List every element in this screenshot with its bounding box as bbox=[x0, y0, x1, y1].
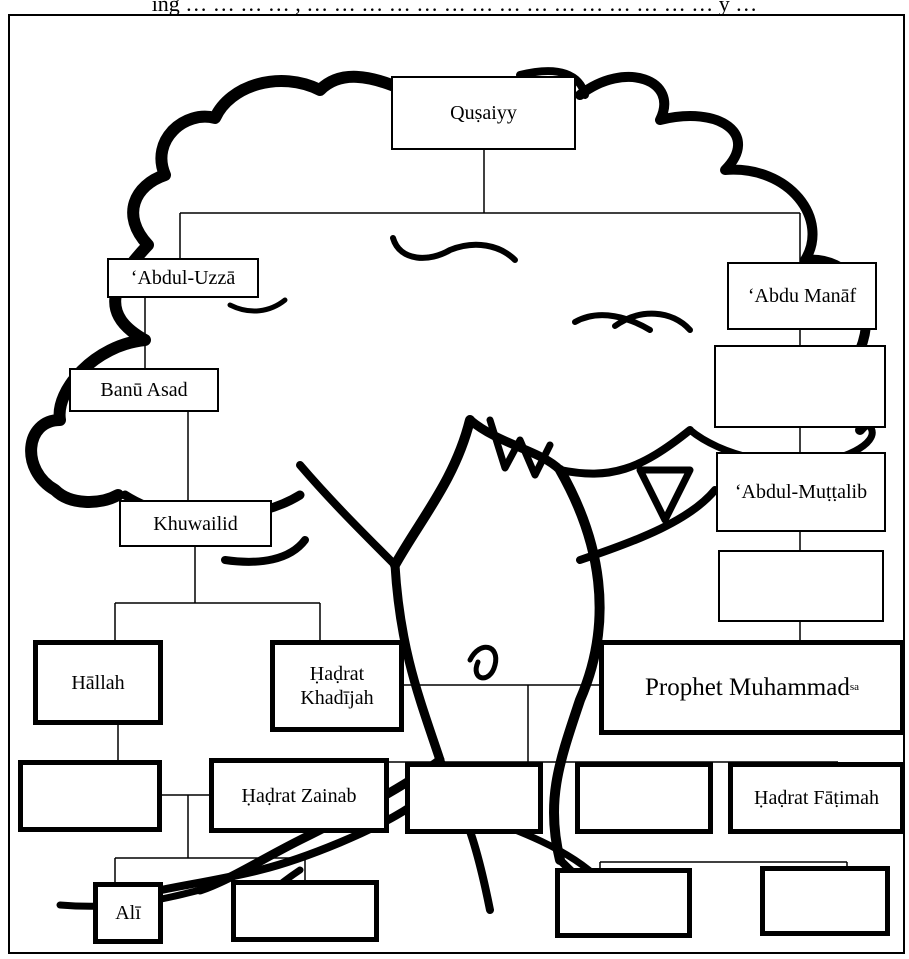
prophet-honorific: sa bbox=[849, 680, 859, 693]
node-hallah: Hāllah bbox=[33, 640, 163, 725]
blank-box-child-2 bbox=[405, 762, 543, 834]
node-khadijah: Ḥaḍrat Khadījah bbox=[270, 640, 404, 732]
canopy-outline bbox=[25, 70, 410, 508]
caption-text: ing … … … … , … … … … … … … … … … … … … … bbox=[151, 0, 758, 14]
node-banu-asad: Banū Asad bbox=[69, 368, 219, 412]
node-zainab: Ḥaḍrat Zainab bbox=[209, 758, 389, 833]
caption-strip: ing … … … … , … … … … … … … … … … … … … … bbox=[0, 0, 909, 14]
diagram-frame bbox=[8, 14, 905, 954]
blank-box-below-muttalib bbox=[718, 550, 884, 622]
blank-box-grandchild-2 bbox=[555, 868, 692, 938]
node-qusaiyy: Quṣaiyy bbox=[391, 76, 576, 150]
blank-box-child-3 bbox=[575, 762, 713, 834]
node-abdul-muttalib: ‘Abdul-Muṭṭalib bbox=[716, 452, 886, 532]
prophet-name: Prophet Muhammad bbox=[644, 673, 850, 701]
khadijah-name: Khadījah bbox=[300, 687, 374, 709]
node-abdu-manaf: ‘Abdu Manāf bbox=[727, 262, 877, 330]
node-abdul-uzza: ‘Abdul-Uzzā bbox=[107, 258, 259, 298]
blank-box-grandchild-3 bbox=[760, 866, 890, 936]
node-ali: Alī bbox=[93, 882, 163, 944]
blank-box-above-muttalib bbox=[714, 345, 886, 428]
node-khuwailid: Khuwailid bbox=[119, 500, 272, 547]
blank-box-left bbox=[18, 760, 162, 832]
blank-box-grandchild-1 bbox=[231, 880, 379, 942]
trunk bbox=[390, 415, 475, 570]
node-fatimah: Ḥaḍrat Fāṭimah bbox=[728, 762, 905, 834]
khadijah-title: Ḥaḍrat bbox=[309, 663, 365, 685]
